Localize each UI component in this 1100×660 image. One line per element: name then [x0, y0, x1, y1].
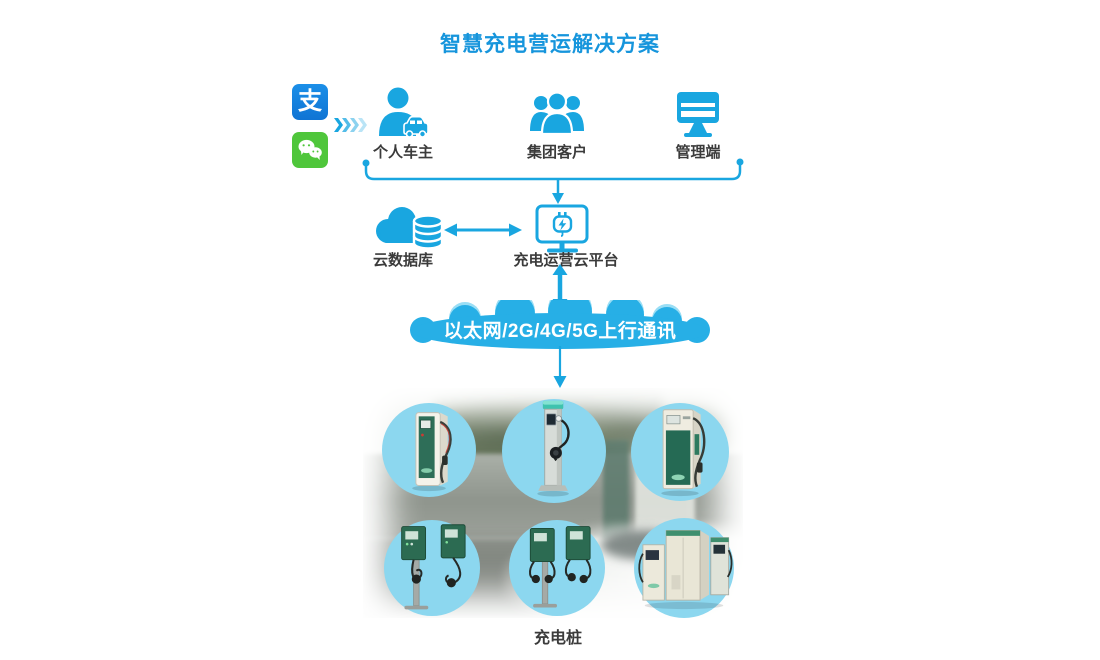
- db-platform-sync-arrow: [444, 223, 522, 237]
- monitor-icon: [677, 92, 719, 137]
- station-circle-6: [634, 518, 734, 618]
- group-customer-label: 集团客户: [526, 144, 587, 161]
- admin-label: 管理端: [675, 144, 721, 161]
- charging-cloud-platform-icon: [535, 204, 589, 253]
- alipay-glyph: 支: [298, 88, 322, 115]
- station-circle-3: [631, 403, 729, 501]
- station-circle-5: [509, 520, 605, 616]
- page-title: 智慧充电营运解决方案: [440, 33, 660, 56]
- alipay-icon: 支: [292, 84, 328, 120]
- driver-with-car-icon: [379, 87, 429, 138]
- cloud-database-icon: [376, 207, 444, 250]
- charging-cabinet-group-image: [638, 530, 733, 610]
- user-group-icon: [530, 91, 584, 136]
- dual-wallbox-on-pole-image: [401, 524, 466, 610]
- wechat-icon: [292, 132, 328, 168]
- actors-to-platform-connector: [362, 158, 744, 204]
- dual-wallbox-chargers-image: [529, 526, 592, 608]
- network-to-stations-arrow: [553, 346, 567, 388]
- pedestal-charger-image: [537, 400, 570, 497]
- platform-label: 充电运营云平台: [513, 252, 619, 269]
- network-cloud-shape: [410, 300, 710, 349]
- stations-label: 充电桩: [533, 630, 582, 647]
- station-circle-2: [502, 399, 606, 503]
- floor-standing-ac-charger-image: [412, 412, 452, 492]
- dc-cabinet-charger-image: [661, 409, 706, 497]
- station-circle-4: [384, 520, 480, 616]
- network-banner-label: 以太网/2G/4G/5G上行通讯: [443, 321, 677, 342]
- cloud-database-label: 云数据库: [372, 252, 433, 269]
- wechat-bubbles-icon: [298, 139, 322, 160]
- station-circle-1: [382, 403, 476, 497]
- charging-stations-photo: [363, 388, 743, 618]
- personal-driver-label: 个人车主: [372, 144, 433, 161]
- chevron-flow-icon: [334, 118, 367, 132]
